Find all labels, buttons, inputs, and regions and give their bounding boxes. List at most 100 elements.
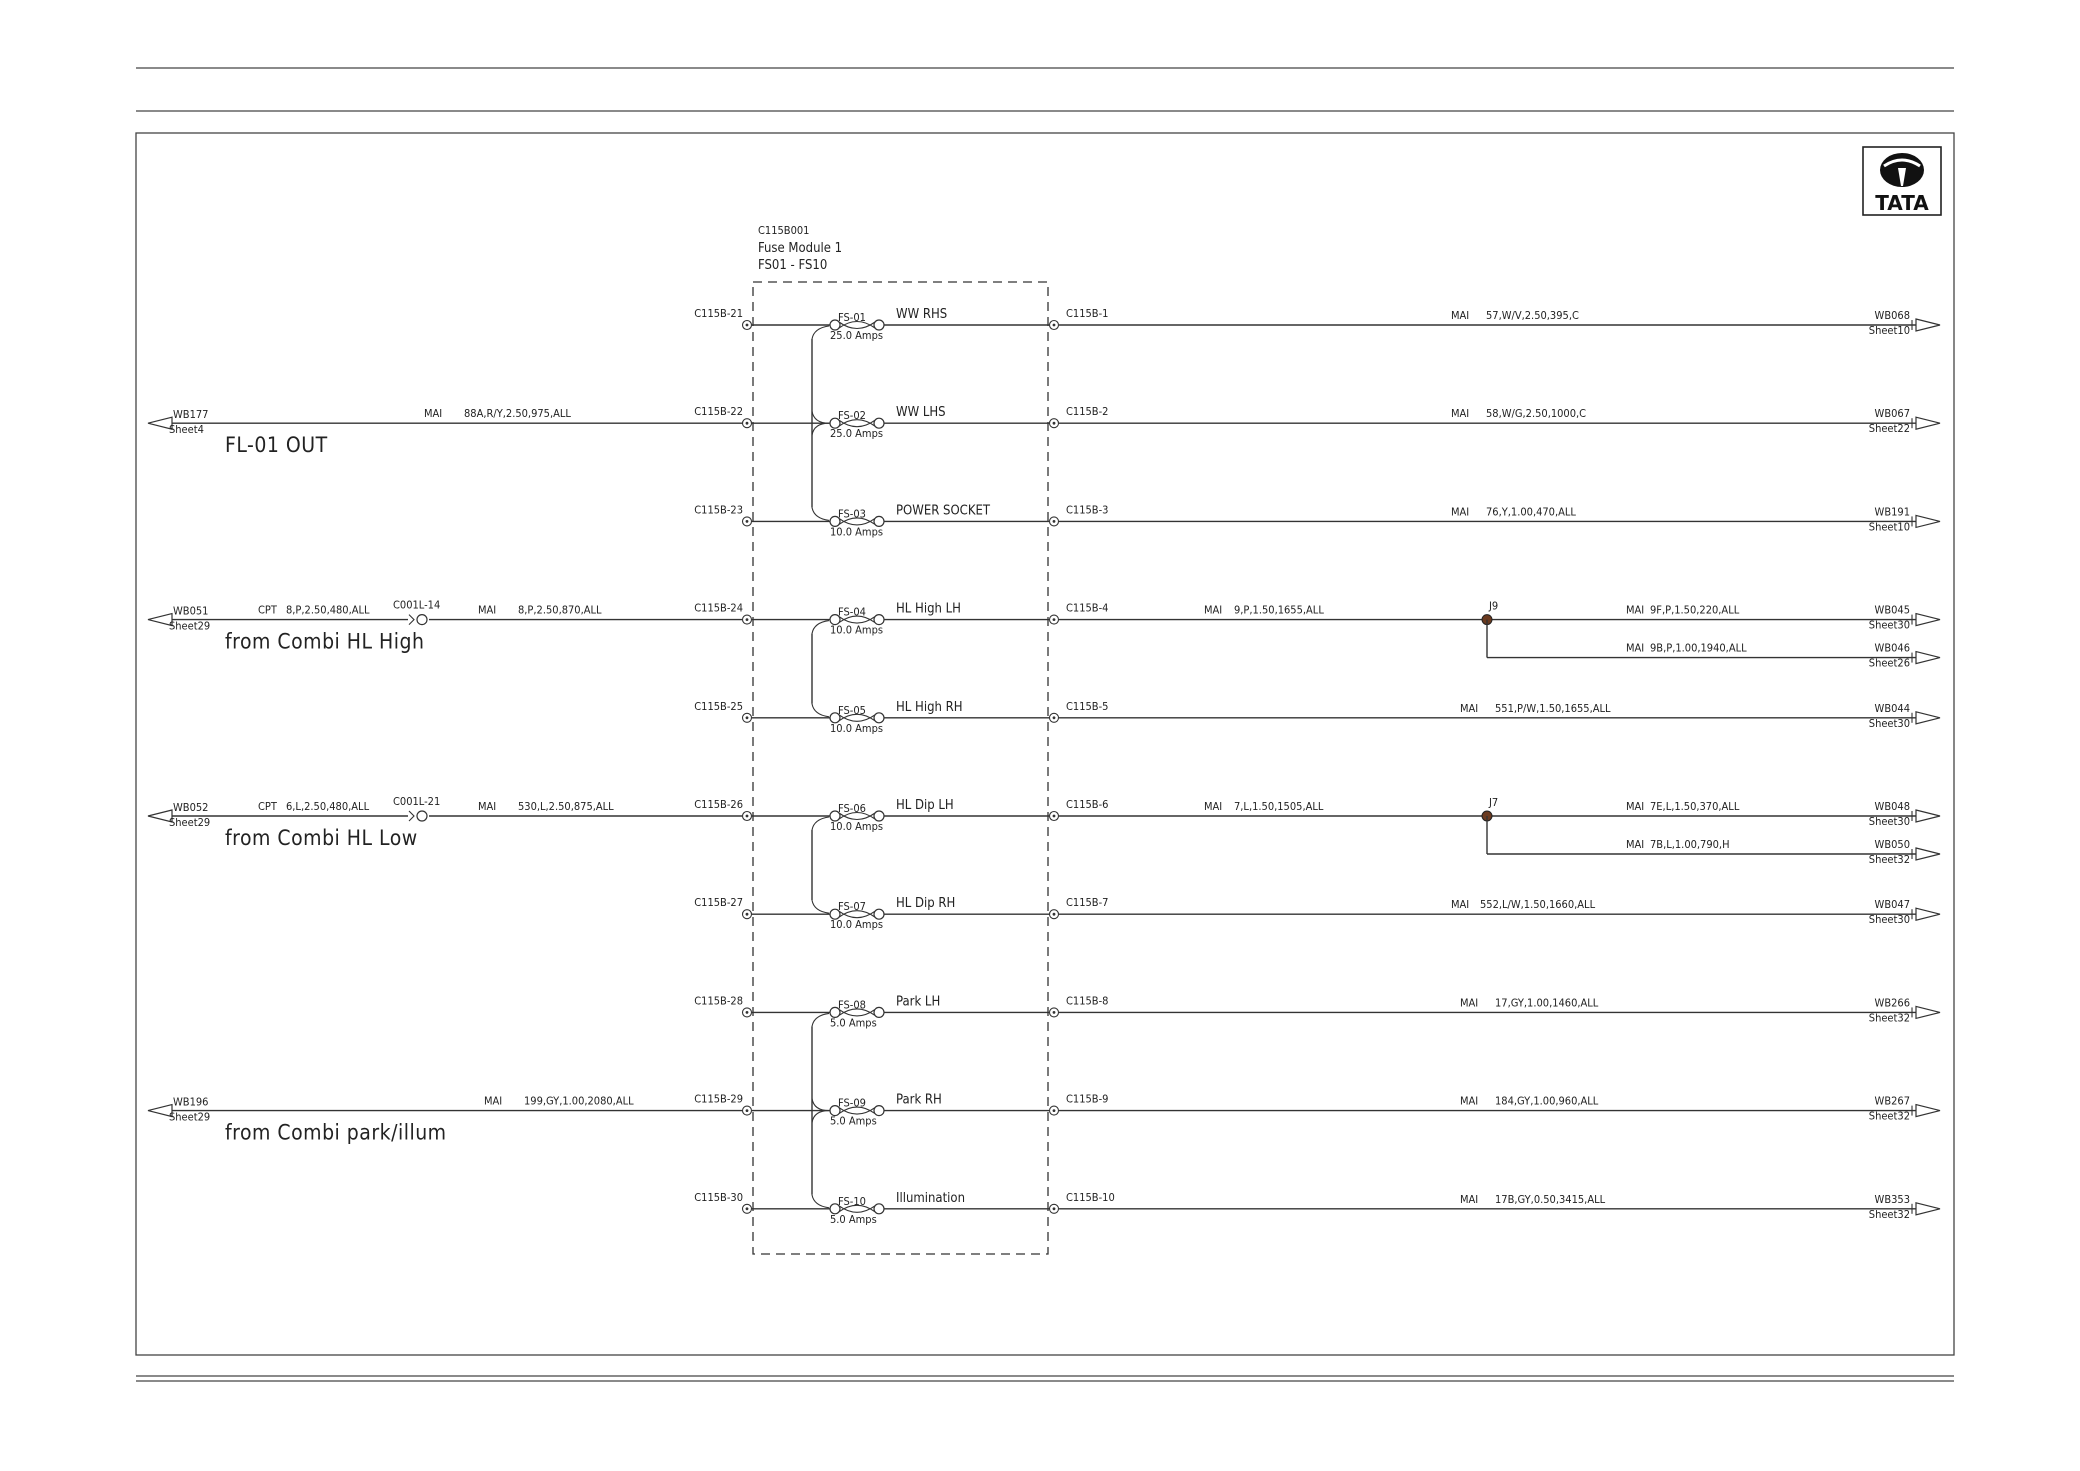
output-terminal-dot: [1052, 912, 1056, 916]
wire-spec: 551,P/W,1.50,1655,ALL: [1495, 702, 1611, 715]
output-terminal-dot: [1052, 716, 1056, 720]
input-pin-label: C115B-26: [694, 798, 743, 811]
wire-spec: 7E,L,1.50,370,ALL: [1650, 800, 1740, 813]
output-pin-label: C115B-5: [1066, 700, 1108, 713]
inline-connector-label: C001L-14: [393, 599, 440, 612]
wire-spec: 9B,P,1.00,1940,ALL: [1650, 642, 1747, 655]
wire-code: MAI: [1451, 898, 1469, 911]
fuse-id: FS-05: [838, 704, 866, 717]
output-ref: WB045: [1875, 604, 1910, 617]
fuse-contact-left: [829, 810, 841, 822]
wire-spec: 199,GY,1.00,2080,ALL: [524, 1095, 634, 1108]
input-sheet: Sheet29: [169, 1111, 210, 1124]
inline-connector: [416, 613, 428, 626]
output-ref: WB191: [1875, 505, 1910, 518]
wire-code: CPT: [258, 800, 278, 813]
fuse-id: FS-04: [838, 606, 866, 619]
output-sheet: Sheet10: [1869, 520, 1910, 533]
fuse-id: FS-02: [838, 409, 866, 422]
output-pin-label: C115B-6: [1066, 798, 1108, 811]
fuse-id: FS-03: [838, 507, 866, 520]
input-sheet: Sheet29: [169, 816, 210, 829]
input-terminal-dot: [745, 716, 749, 720]
input-ref: WB196: [173, 1096, 208, 1109]
input-pin-label: C115B-30: [694, 1191, 743, 1204]
fuse-label: HL Dip LH: [896, 798, 954, 813]
wire-spec: 184,GY,1.00,960,ALL: [1495, 1095, 1599, 1108]
input-terminal-dot: [745, 814, 749, 818]
output-ref: WB048: [1875, 800, 1910, 813]
fuse-rating: 25.0 Amps: [830, 329, 883, 342]
fuse-link-symbol: [838, 1204, 876, 1213]
wire-code: MAI: [484, 1095, 502, 1108]
input-sheet: Sheet29: [169, 620, 210, 633]
output-ref: WB266: [1875, 996, 1910, 1009]
output-ref: WB353: [1875, 1193, 1910, 1206]
output-terminal-dot: [1052, 1207, 1056, 1211]
wire-spec: 7B,L,1.00,790,H: [1650, 838, 1730, 851]
output-ref: WB067: [1875, 407, 1910, 420]
fuse-contact-left: [829, 1104, 841, 1117]
fuse-contact-left: [829, 712, 841, 724]
bus-curve: [811, 325, 830, 340]
fuse-rating: 10.0 Amps: [830, 722, 883, 735]
output-arrow: [1915, 612, 1941, 627]
tata-logo: TATA: [1862, 146, 1942, 216]
output-pin-label: C115B-8: [1066, 994, 1108, 1007]
fuse-label: HL Dip RH: [896, 896, 955, 911]
fuse-link-symbol: [838, 1008, 876, 1017]
wire-code: MAI: [1204, 800, 1222, 813]
fuse-link-symbol: [838, 419, 876, 428]
module-name: Fuse Module 1: [758, 241, 842, 256]
bus-curve: [811, 411, 830, 436]
input-sheet: Sheet4: [169, 423, 204, 436]
bus-curve: [811, 703, 830, 718]
bus-curve: [811, 620, 830, 634]
wire-spec: 17B,GY,0.50,3415,ALL: [1495, 1193, 1606, 1206]
module-id: C115B001: [758, 224, 809, 237]
tata-logo-text: TATA: [1875, 191, 1929, 215]
input-terminal-dot: [745, 1109, 749, 1112]
output-pin-label: C115B-9: [1066, 1093, 1108, 1106]
input-ref: WB052: [173, 801, 208, 814]
fuse-id: FS-08: [838, 998, 866, 1011]
junction-name: J9: [1488, 600, 1498, 613]
inline-connector-tip: [408, 810, 415, 822]
fuse-label: WW LHS: [896, 405, 946, 420]
output-sheet: Sheet30: [1869, 619, 1910, 632]
wire-spec: 9F,P,1.50,220,ALL: [1650, 604, 1740, 617]
wire-code: MAI: [478, 604, 496, 617]
fuse-label: HL High LH: [896, 602, 961, 617]
fuse-label: Park RH: [896, 1093, 942, 1108]
wire-code: MAI: [1204, 604, 1222, 617]
fuse-link-symbol: [838, 517, 876, 526]
output-pin-label: C115B-4: [1066, 602, 1108, 615]
fuse-rating: 10.0 Amps: [830, 820, 883, 833]
output-arrow: [1915, 1202, 1941, 1216]
output-terminal-dot: [1052, 520, 1056, 523]
output-arrow: [1915, 514, 1941, 529]
input-description: from Combi park/illum: [225, 1121, 447, 1145]
input-ref: WB177: [173, 408, 208, 421]
fuse-contact-left: [829, 515, 841, 528]
output-arrow: [1915, 1103, 1941, 1118]
fuse-link-symbol: [838, 615, 876, 624]
fuse-rating: 5.0 Amps: [830, 1016, 877, 1029]
output-arrow: [1915, 1005, 1941, 1020]
input-terminal-dot: [745, 421, 749, 425]
fuse-id: FS-10: [838, 1195, 866, 1208]
wire-spec: 8,P,2.50,480,ALL: [286, 604, 370, 617]
wire-code: MAI: [1626, 800, 1644, 813]
fuse-id: FS-07: [838, 900, 866, 913]
output-ref: WB267: [1875, 1095, 1910, 1108]
fuse-contact-left: [829, 319, 841, 331]
output-pin-label: C115B-3: [1066, 503, 1108, 516]
fuse-label: WW RHS: [896, 307, 947, 322]
output-terminal-dot: [1052, 1109, 1056, 1112]
fuse-rating: 10.0 Amps: [830, 525, 883, 538]
wire-spec: 6,L,2.50,480,ALL: [286, 800, 370, 813]
fuse-id: FS-01: [838, 311, 866, 324]
output-pin-label: C115B-2: [1066, 405, 1108, 418]
wire-code: MAI: [424, 407, 442, 420]
